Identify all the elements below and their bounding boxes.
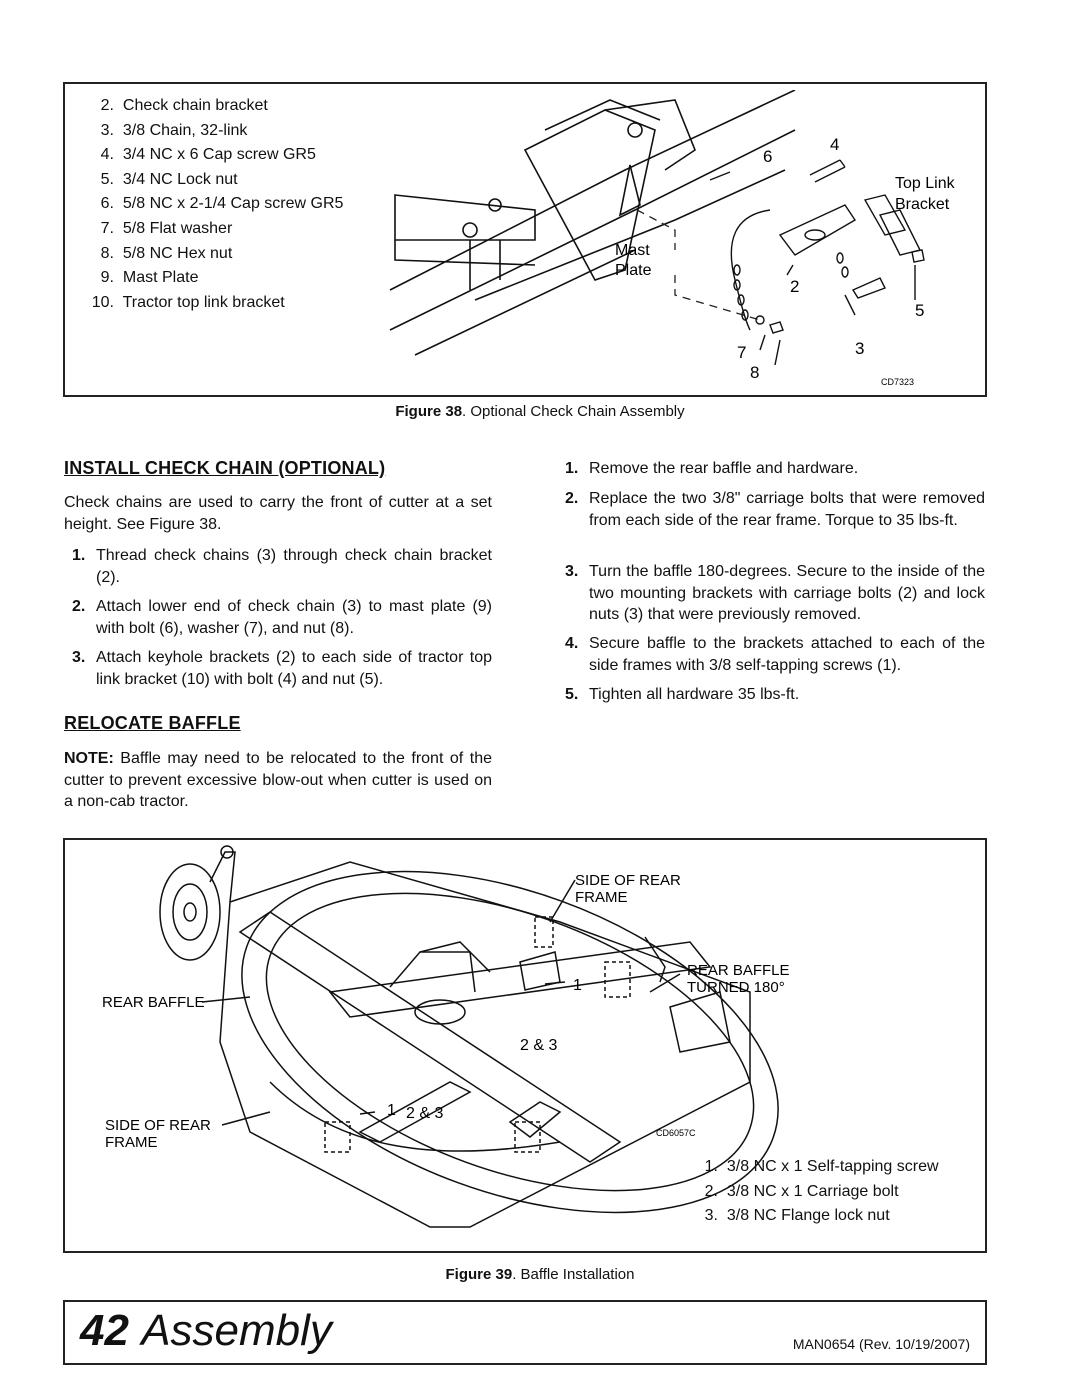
relocate-note: NOTE: Baffle may need to be relocated to… [64,750,492,810]
figure-38-caption: Figure 38. Optional Check Chain Assembly [395,403,685,420]
check-chain-assembly-drawing: Mast Plate Top Link Bracket 4 6 2 5 7 3 … [389,90,956,387]
figure-39-caption: Figure 39. Baffle Installation [445,1266,635,1283]
install-check-chain-heading: INSTALL CHECK CHAIN (OPTIONAL) [64,458,386,478]
relocate-step: 4. Secure baffle to the brackets attache… [565,635,985,674]
parts-list-item: 3. 3/8 Chain, 32-link [100,121,248,139]
rear-baffle-turned-label: TURNED 180° [687,979,785,996]
parts-list-item: 4. 3/4 NC x 6 Cap screw GR5 [100,146,316,164]
parts-list-item: 5. 3/4 NC Lock nut [100,170,238,188]
figure-39-parts-list: 1. 3/8 NC x 1 Self-tapping screw 2. 3/8 … [700,1155,939,1229]
callout-2-and-3: 2 & 3 [406,1105,443,1122]
parts-list-item: 3. 3/8 NC Flange lock nut [704,1207,890,1225]
parts-list-item: 2. Check chain bracket [100,97,268,114]
parts-list-item: 7. 5/8 Flat washer [100,219,233,237]
callout-1: 1 [387,1102,396,1119]
baffle-installation-drawing: SIDE OF REAR FRAME REAR BAFFLE TURNED 18… [102,845,790,1228]
side-of-rear-frame-label: FRAME [575,889,628,906]
plate-label: Plate [615,262,652,279]
rear-baffle-label: REAR BAFFLE [102,994,205,1011]
rear-baffle-turned-label: REAR BAFFLE [687,962,790,979]
section-name: Assembly [141,1306,332,1355]
check-chain-illustration [709,159,925,366]
parts-list-item: 9. Mast Plate [100,269,199,287]
callout-1: 1 [573,977,582,994]
relocate-baffle-heading: RELOCATE BAFFLE [64,713,241,733]
callout-5: 5 [915,301,924,320]
parts-list-item: 10. Tractor top link bracket [91,293,285,311]
callout-6: 6 [763,147,772,166]
callout-7: 7 [737,343,746,362]
mast-frame-illustration [389,90,796,356]
top-link-label: Top Link [895,175,956,192]
install-step: 2. Attach lower end of check chain (3) t… [72,598,492,637]
callout-4: 4 [830,135,839,154]
callout-2: 2 [790,277,799,296]
figure-38-frame [63,82,987,397]
install-intro: Check chains are used to carry the front… [64,494,492,533]
parts-list-item: 8. 5/8 NC Hex nut [100,244,233,262]
side-of-rear-frame-label: FRAME [105,1134,158,1151]
relocate-step: 5. Tighten all hardware 35 lbs-ft. [565,686,800,703]
parts-list-item: 6. 5/8 NC x 2-1/4 Cap screw GR5 [100,195,344,213]
cutter-deck-illustration [159,845,779,1228]
drawing-code: CD7323 [881,377,914,387]
bracket-label: Bracket [895,196,950,213]
drawing-code: CD6057C [656,1128,696,1138]
parts-list-item: 1. 3/8 NC x 1 Self-tapping screw [704,1158,939,1175]
callout-8: 8 [750,363,759,382]
figure-38-parts-list: 2. Check chain bracket 3. 3/8 Chain, 32-… [84,94,344,315]
relocate-step: 3. Turn the baffle 180-degrees. Secure t… [565,563,985,623]
figure-39-frame [63,838,987,1253]
manual-revision: MAN0654 (Rev. 10/19/2007) [792,1336,970,1352]
parts-list-item: 2. 3/8 NC x 1 Carriage bolt [704,1182,899,1200]
relocate-step: 2. Replace the two 3/8" carriage bolts t… [565,490,985,529]
mast-label: Mast [615,242,650,259]
footer-frame [63,1300,987,1365]
side-of-rear-frame-label: SIDE OF REAR [105,1117,211,1134]
relocate-step: 1. Remove the rear baffle and hardware. [565,460,859,477]
side-of-rear-frame-label: SIDE OF REAR [575,872,681,889]
install-step: 3. Attach keyhole brackets (2) to each s… [72,649,492,688]
callout-2-and-3: 2 & 3 [520,1037,557,1054]
page-title: 42 Assembly [80,1306,332,1356]
install-step: 1. Thread check chains (3) through check… [72,547,492,586]
callout-3: 3 [855,339,864,358]
page-number: 42 [80,1306,129,1355]
